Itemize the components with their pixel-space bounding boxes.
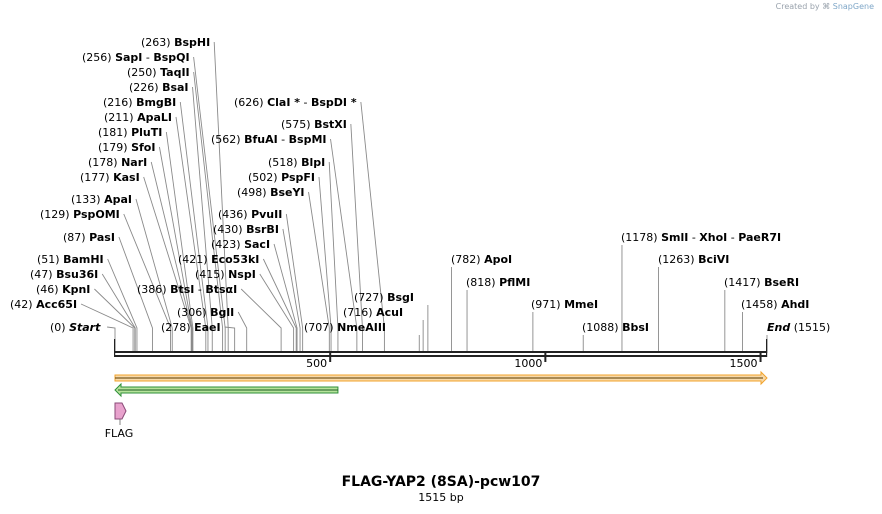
- enzyme-label-pflmi[interactable]: (818) PflMI: [466, 276, 530, 289]
- enzyme-label-bseri[interactable]: (1417) BseRI: [724, 276, 799, 289]
- enzyme-label-pspfi[interactable]: (502) PspFI: [248, 171, 315, 184]
- enzyme-label-start[interactable]: (0) Start: [50, 321, 101, 334]
- enzyme-label-ahdi[interactable]: (1458) AhdI: [741, 298, 809, 311]
- enzyme-label-bcivi[interactable]: (1263) BciVI: [658, 253, 729, 266]
- enzyme-label-bgli[interactable]: (306) BglI: [177, 306, 234, 319]
- leader-line-sfoi: [158, 146, 193, 353]
- leader-line-eco53ki: [262, 258, 297, 353]
- dna-backbone: 500 1000 1500: [114, 339, 768, 370]
- leader-line-pspfi: [318, 176, 332, 353]
- leader-line-clai: [360, 101, 385, 353]
- enzyme-label-kpni[interactable]: (46) KpnI: [36, 283, 90, 296]
- ruler-tick-1500: [759, 353, 762, 362]
- enzyme-label-acc65i[interactable]: (42) Acc65I: [10, 298, 77, 311]
- leader-line-pluti: [165, 131, 194, 353]
- enzyme-label-eco53ki[interactable]: (421) Eco53kI: [178, 253, 259, 266]
- leader-line-bsu36i: [101, 273, 136, 353]
- leader-line-bseyi: [308, 191, 330, 353]
- enzyme-label-bseyi[interactable]: (498) BseYI: [237, 186, 305, 199]
- leader-line-saci: [273, 243, 298, 353]
- feature-track: FLAG: [105, 370, 768, 440]
- enzyme-label-nari[interactable]: (178) NarI: [88, 156, 147, 169]
- enzyme-label-btsi[interactable]: (386) BtsI - BtsαI: [137, 283, 237, 296]
- enzyme-label-eaei[interactable]: (278) EaeI: [161, 321, 221, 334]
- enzyme-label-bstxi[interactable]: (575) BstXI: [281, 118, 347, 131]
- enzyme-label-bsrbi[interactable]: (430) BsrBI: [213, 223, 279, 236]
- leader-line-pvuii: [285, 213, 304, 353]
- enzyme-label-bmgbi[interactable]: (216) BmgBI: [103, 96, 176, 109]
- enzyme-label-kasi[interactable]: (177) KasI: [80, 171, 140, 184]
- ruler-label-1500: 1500: [730, 357, 758, 370]
- leader-line-bsai: [192, 86, 213, 353]
- enzyme-label-end[interactable]: End (1515): [767, 321, 830, 334]
- enzyme-label-apali[interactable]: (211) ApaLI: [104, 111, 172, 124]
- leader-line-start: [107, 326, 116, 353]
- enzyme-label-apoi[interactable]: (782) ApoI: [451, 253, 512, 266]
- snapgene-credit: Created by ⌘ SnapGene: [776, 2, 874, 11]
- enzyme-label-blpi[interactable]: (518) BlpI: [268, 156, 325, 169]
- enzyme-labels: (0) Start (42) Acc65I (46) KpnI (47) Bsu36I…: [10, 36, 830, 334]
- enzyme-label-bamhi[interactable]: (51) BamHI: [37, 253, 104, 266]
- leader-line-eaei: [224, 326, 236, 353]
- leader-line-bgli: [237, 311, 248, 353]
- leader-line-bsphi: [213, 41, 229, 353]
- backbone-end-cap: [766, 339, 768, 357]
- ruler-label-500: 500: [306, 357, 327, 370]
- ruler-tick-1000: [544, 353, 547, 362]
- enzyme-leader-lines: [80, 41, 768, 353]
- snapgene-logo-icon: ⌘: [822, 2, 831, 11]
- enzyme-label-bsu36i[interactable]: (47) Bsu36I: [30, 268, 98, 281]
- enzyme-label-sfoi[interactable]: (179) SfoI: [98, 141, 155, 154]
- enzyme-label-clai[interactable]: (626) ClaI * - BspDI *: [234, 96, 357, 109]
- enzyme-label-bfuai[interactable]: (562) BfuAI - BspMI: [211, 133, 327, 146]
- flag-feature-arrow[interactable]: [114, 402, 127, 420]
- enzyme-label-bsgi[interactable]: (727) BsgI: [354, 291, 414, 304]
- leader-line-pasi: [118, 236, 153, 353]
- leader-line-pspomi: [123, 213, 171, 353]
- enzyme-label-pasi[interactable]: (87) PasI: [63, 231, 115, 244]
- leader-line-apai: [135, 198, 173, 353]
- enzyme-label-saci[interactable]: (423) SacI: [211, 238, 270, 251]
- leader-line-blpi: [328, 161, 339, 353]
- leader-line-bfuai: [330, 138, 358, 353]
- backbone-start-cap: [114, 339, 116, 357]
- leader-line-bamhi: [107, 258, 138, 353]
- enzyme-label-taqii[interactable]: (250) TaqII: [127, 66, 190, 79]
- enzyme-label-pspomi[interactable]: (129) PspOMI: [40, 208, 120, 221]
- map-title: FLAG-YAP2 (8SA)-pcw107: [341, 474, 541, 490]
- leader-line-bmgbi: [179, 101, 209, 353]
- enzyme-label-sapi[interactable]: (256) SapI - BspQI: [82, 51, 190, 64]
- leader-line-btsi: [240, 288, 282, 353]
- enzyme-label-bsai[interactable]: (226) BsaI: [129, 81, 189, 94]
- enzyme-label-bsphi[interactable]: (263) BspHI: [141, 36, 210, 49]
- leader-line-apali: [175, 116, 207, 353]
- leader-line-acc65i: [80, 303, 134, 353]
- backbone-top-strand: [115, 351, 767, 353]
- credit-prefix: Created by: [775, 2, 820, 11]
- leader-line-bstxi: [350, 123, 363, 353]
- ruler-label-1000: 1000: [514, 357, 542, 370]
- map-length: 1515 bp: [418, 491, 464, 504]
- enzyme-label-pluti[interactable]: (181) PluTI: [98, 126, 162, 139]
- backbone-bottom-strand: [115, 355, 767, 357]
- enzyme-label-nspi[interactable]: (415) NspI: [195, 268, 256, 281]
- flag-feature-label: FLAG: [105, 427, 134, 440]
- enzyme-label-pvuii[interactable]: (436) PvuII: [218, 208, 282, 221]
- ruler-tick-500: [329, 353, 332, 362]
- enzyme-label-apai[interactable]: (133) ApaI: [71, 193, 132, 206]
- leader-line-taqii: [193, 71, 224, 353]
- enzyme-label-acui[interactable]: (716) AcuI: [343, 306, 403, 319]
- leader-line-sapi: [193, 56, 226, 353]
- enzyme-label-smli[interactable]: (1178) SmlI - XhoI - PaeR7I: [621, 231, 781, 244]
- credit-brand: SnapGene: [832, 2, 874, 11]
- enzyme-label-mmei[interactable]: (971) MmeI: [531, 298, 598, 311]
- leader-line-nspi: [259, 273, 295, 353]
- enzyme-label-nmeaiii[interactable]: (707) NmeAIII: [304, 321, 386, 334]
- enzyme-label-bbsi[interactable]: (1088) BbsI: [582, 321, 649, 334]
- leader-line-bsrbi: [282, 228, 301, 353]
